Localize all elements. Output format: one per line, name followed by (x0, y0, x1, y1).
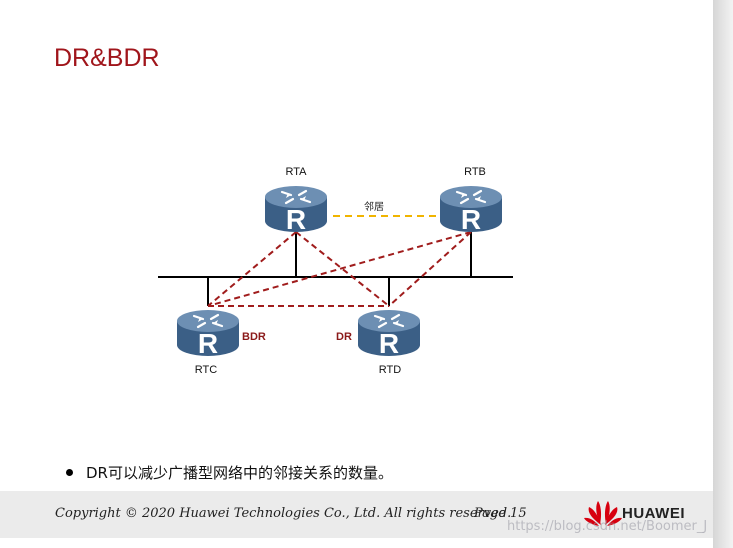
neighbor-label: 邻居 (364, 200, 384, 213)
router-rtd: R (356, 308, 422, 359)
adjacency-rtb-rtc (207, 231, 472, 307)
router-rtc: R (175, 308, 241, 359)
huawei-brand-text: HUAWEI (622, 505, 685, 522)
bullet-text: DR可以减少广播型网络中的邻接关系的数量。 (86, 464, 393, 482)
router-role-dr: DR (336, 331, 352, 343)
bullet-dot (66, 469, 73, 476)
adjacency-rta-rtc (207, 231, 297, 307)
huawei-logo-icon (584, 501, 622, 526)
slide: DR&BDR (0, 44, 713, 538)
copyright-text: Copyright © 2020 Huawei Technologies Co.… (55, 506, 512, 521)
router-label-rta: RTA (286, 166, 308, 178)
router-label-rtc: RTC (195, 364, 217, 376)
router-glyph: R (461, 204, 481, 235)
router-role-bdr: BDR (242, 331, 266, 343)
router-glyph: R (286, 204, 306, 235)
page-number: Page 15 (474, 506, 527, 521)
slide-edge-shadow (713, 0, 733, 548)
adjacency-rtb-rtd (388, 231, 472, 307)
watermark-text: https://blog.csdn.net/Boomer_J (507, 519, 708, 534)
router-label-rtb: RTB (464, 166, 486, 178)
bullet-item: DR可以减少广播型网络中的邻接关系的数量。 (66, 462, 393, 483)
slide-title: DR&BDR (54, 44, 160, 72)
router-glyph: R (379, 328, 399, 359)
router-label-rtd: RTD (379, 364, 401, 376)
network-diagram: 邻居 R RTA R RTB R RTC BDR R R (158, 166, 513, 376)
router-rtb: R (438, 184, 504, 235)
router-glyph: R (198, 328, 218, 359)
router-rta: R (263, 184, 329, 235)
